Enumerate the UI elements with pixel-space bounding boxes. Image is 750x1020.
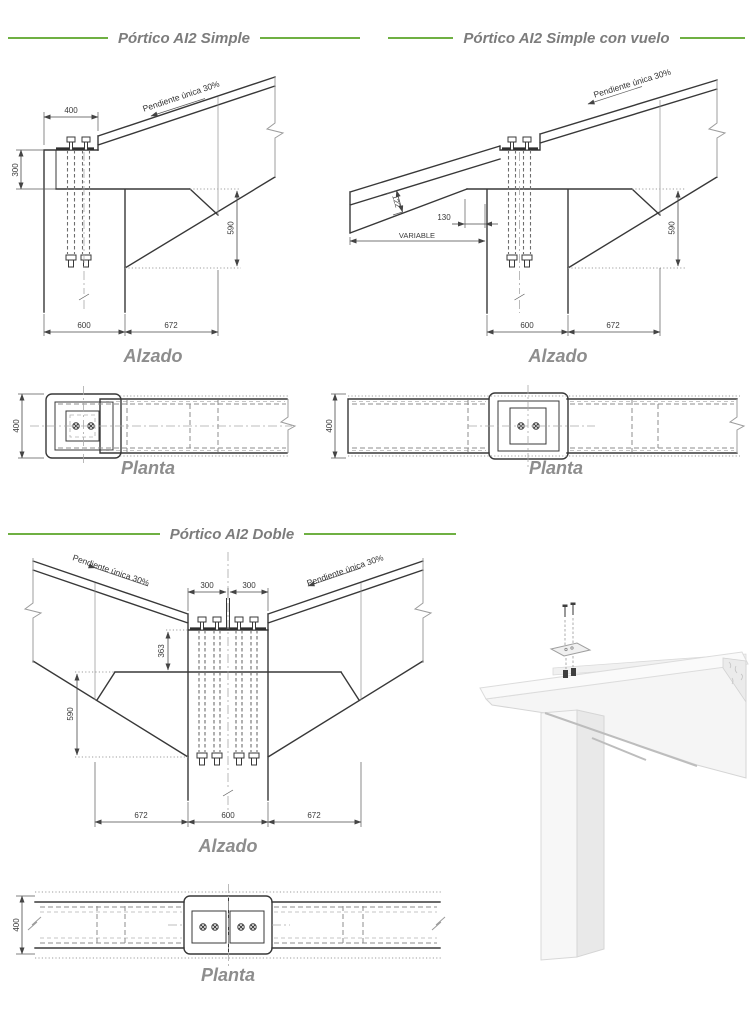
dim-label: 672 bbox=[606, 321, 620, 330]
beam-plan bbox=[347, 398, 738, 454]
dimensions: 300 300 363 590 672 600 672 bbox=[66, 581, 362, 827]
dim-label: 672 bbox=[164, 321, 178, 330]
anchor-bolts bbox=[196, 616, 260, 766]
beam-end-texture bbox=[722, 657, 747, 704]
break-line bbox=[27, 916, 42, 931]
centerline bbox=[468, 385, 595, 468]
anchor-bolts bbox=[65, 136, 92, 268]
slope-label: Pendiente única 30% bbox=[592, 66, 672, 99]
fig-simple-planta: 400 bbox=[12, 386, 297, 466]
section-title: Pórtico AI2 Simple bbox=[118, 29, 250, 47]
anchor-bolts bbox=[506, 136, 533, 268]
dimensions: 400 300 590 600 672 bbox=[11, 106, 240, 336]
header-line bbox=[8, 37, 109, 39]
dim-label: 600 bbox=[221, 811, 235, 820]
section-title: Pórtico AI2 Doble bbox=[169, 525, 295, 543]
view-label-alzado: Alzado bbox=[528, 346, 588, 366]
view-label-planta: Planta bbox=[200, 965, 256, 985]
view-label-planta: Planta bbox=[528, 458, 584, 478]
fig-simple-vuelo-planta: 400 bbox=[325, 385, 746, 468]
dim-label: 300 bbox=[200, 581, 214, 590]
break-line bbox=[728, 399, 746, 453]
column-outline bbox=[43, 149, 276, 313]
dim-label: 400 bbox=[325, 419, 334, 433]
plate-plan bbox=[229, 910, 265, 944]
view-label-planta: Planta bbox=[120, 458, 176, 478]
dim-label: 672 bbox=[307, 811, 321, 820]
header-line bbox=[679, 37, 745, 39]
header-line bbox=[8, 533, 160, 535]
fig-simple-vuelo-alzado: 122 130 VARIABLE 600 672 590 bbox=[349, 66, 727, 336]
slope-arrow bbox=[307, 567, 362, 587]
column-side-face bbox=[576, 709, 605, 958]
slope-label: Pendiente única 30% bbox=[305, 552, 385, 588]
fig-doble-planta: 400 bbox=[12, 884, 446, 968]
break-line bbox=[23, 558, 43, 663]
fig-simple-alzado: 400 300 590 600 672 Pendiente única 30% bbox=[11, 76, 285, 336]
dimensions: 122 130 VARIABLE 600 672 590 bbox=[349, 190, 681, 336]
dim-label: 400 bbox=[12, 918, 21, 932]
dim-label: VARIABLE bbox=[399, 231, 435, 240]
dim-label: 600 bbox=[77, 321, 91, 330]
plate-plan bbox=[191, 910, 227, 944]
break-line bbox=[279, 399, 297, 453]
slope-label: Pendiente única 30% bbox=[71, 552, 151, 588]
dim-label: 400 bbox=[12, 419, 21, 433]
dim-label: 590 bbox=[668, 221, 677, 235]
dim-label: 590 bbox=[227, 221, 236, 235]
header-line bbox=[388, 37, 454, 39]
dim-label: 672 bbox=[134, 811, 148, 820]
column-outline bbox=[466, 176, 718, 314]
dim-label: 300 bbox=[11, 163, 20, 177]
view-label-alzado: Alzado bbox=[123, 346, 183, 366]
break-line bbox=[413, 558, 433, 663]
slope-arrow bbox=[587, 86, 643, 105]
column-front-face bbox=[540, 709, 578, 961]
haunch-edge bbox=[544, 712, 698, 767]
slope-arrow bbox=[88, 563, 149, 587]
dim-label: 130 bbox=[437, 213, 451, 222]
section-header-simple: Pórtico AI2 Simple bbox=[8, 29, 361, 47]
break-line bbox=[707, 80, 727, 177]
slope-arrow bbox=[150, 98, 206, 117]
roof-beams bbox=[32, 560, 424, 631]
roof-top-surface bbox=[479, 651, 749, 700]
centerline bbox=[30, 386, 292, 466]
dim-label: 590 bbox=[66, 707, 75, 721]
dim-label: 122 bbox=[390, 194, 402, 209]
fig-doble-alzado: 300 300 363 590 672 600 672 Pendiente ún… bbox=[23, 552, 433, 827]
haunch-edge bbox=[591, 737, 647, 761]
section-header-simple-vuelo: Pórtico AI2 Simple con vuelo bbox=[388, 29, 745, 47]
section-header-doble: Pórtico AI2 Doble bbox=[8, 525, 456, 543]
break-line bbox=[431, 916, 446, 931]
beam-plan bbox=[34, 901, 441, 949]
render-3d bbox=[479, 602, 749, 961]
section-title: Pórtico AI2 Simple con vuelo bbox=[463, 29, 670, 47]
header-line bbox=[304, 533, 456, 535]
view-label-alzado: Alzado bbox=[198, 836, 258, 856]
dim-label: 400 bbox=[64, 106, 78, 115]
loose-plate bbox=[549, 642, 592, 657]
dim-label: 300 bbox=[242, 581, 256, 590]
dim-label: 363 bbox=[157, 644, 166, 658]
centerline bbox=[168, 884, 290, 968]
break-line bbox=[265, 77, 285, 177]
dim-label: 600 bbox=[520, 321, 534, 330]
roof-beam bbox=[97, 76, 276, 151]
header-line bbox=[260, 37, 361, 39]
exploded-anchor-assembly bbox=[549, 602, 592, 678]
